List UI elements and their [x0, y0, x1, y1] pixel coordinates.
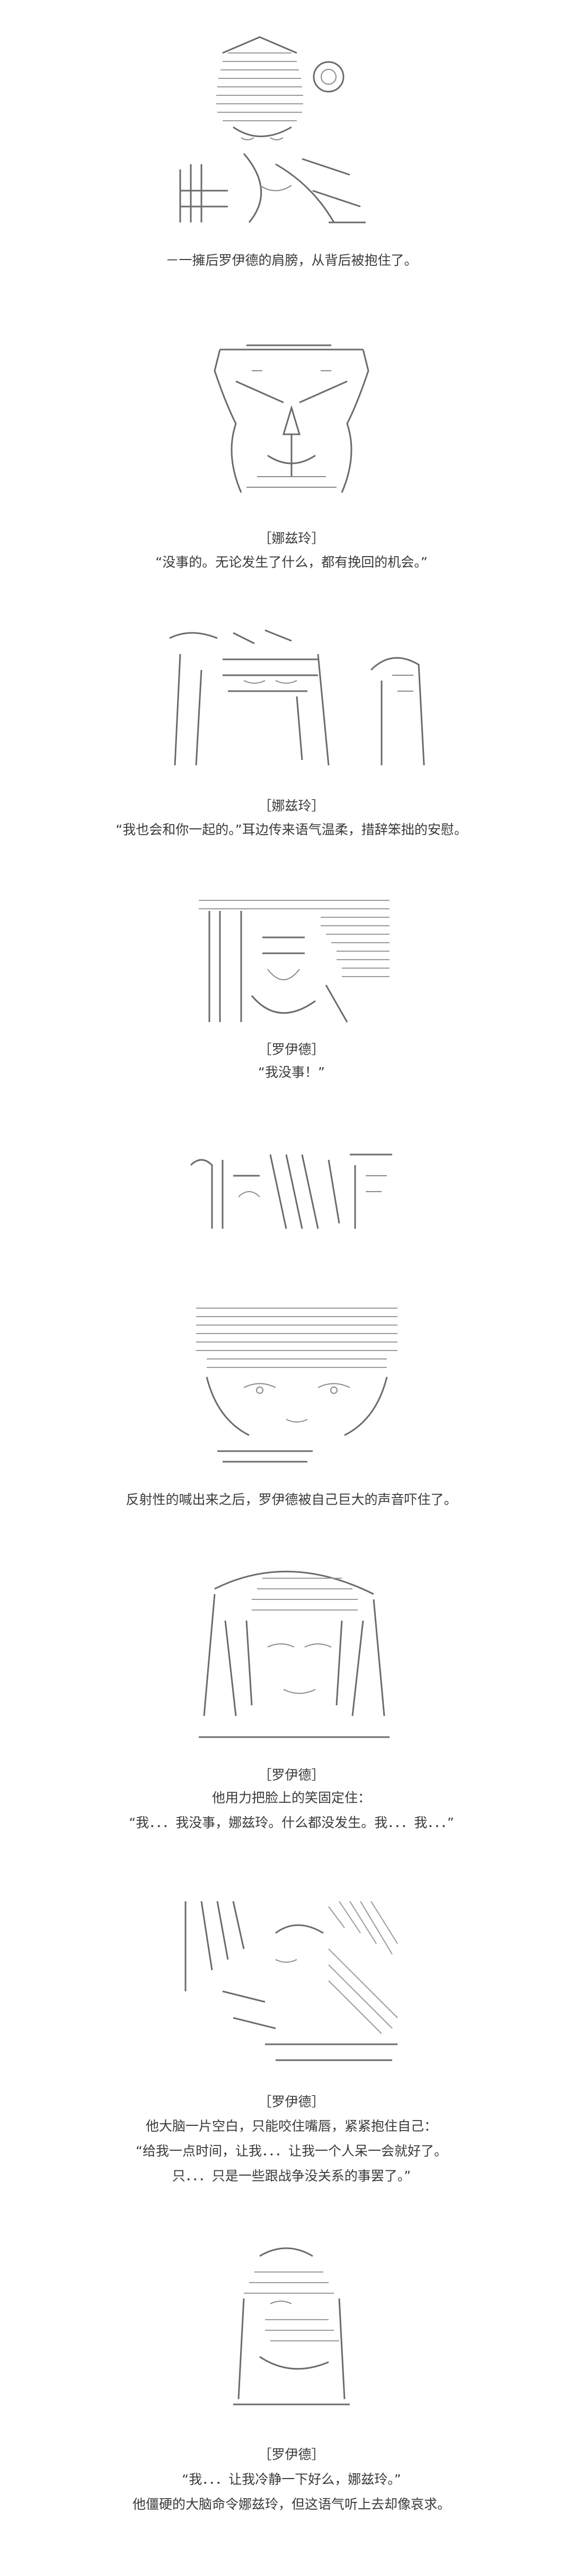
ascii-art-comforting-scene	[159, 622, 435, 776]
speaker-name: ［罗伊德］	[258, 1767, 325, 1783]
narration-line: 他大脑一片空白，只能咬住嘴唇，紧紧抱住自己：	[145, 2118, 437, 2134]
ascii-art-crouched-figure	[223, 2240, 360, 2415]
narration-line: 他僵硬的大脑命令娜兹玲，但这语气听上去却像哀求。	[132, 2497, 450, 2512]
ascii-art-startled	[180, 1144, 403, 1239]
dialogue-line: “给我一点时间，让我．．．让我一个人呆一会就好了。	[136, 2143, 447, 2159]
ascii-art-wide-eyed	[186, 1298, 408, 1472]
speaker-name: ［娜兹玲］	[258, 531, 325, 546]
dialogue-line: “我没事！”	[258, 1065, 325, 1080]
speaker-name: ［罗伊德］	[258, 1042, 325, 1057]
ascii-art-forced-smile	[183, 1557, 405, 1758]
narration-line: 反射性的喊出来之后，罗伊德被自己巨大的声音吓住了。	[126, 1492, 457, 1507]
speaker-name: ［娜兹玲］	[258, 798, 325, 813]
dialogue-line: “我也会和你一起的。”耳边传来语气温柔，措辞笨拙的安慰。	[116, 822, 467, 837]
ascii-art-holding-self	[170, 1885, 408, 2081]
speaker-name: ［罗伊德］	[258, 2094, 325, 2109]
dialogue-line: 只．．．只是一些跟战争没关系的事罢了。”	[172, 2168, 411, 2184]
narration-line: －一擁后罗伊德的肩膀，从背后被抱住了。	[165, 253, 418, 268]
dialogue-line: “我．．．我没事，娜兹玲。什么都没发生。我．．．我．．．”	[129, 1815, 454, 1830]
ascii-art-chained-figure	[204, 339, 379, 503]
dialogue-line: “我．．．让我冷静一下好么，娜兹玲。”	[182, 2472, 401, 2487]
dialogue-line: “没事的。无论发生了什么，都有挽回的机会。”	[155, 554, 428, 570]
ascii-art-hug-from-behind	[170, 32, 413, 238]
narration-line: 他用力把脸上的笑固定住：	[211, 1790, 371, 1805]
ascii-art-roid-shout	[188, 890, 400, 1033]
speaker-name: ［罗伊德］	[258, 2447, 325, 2462]
